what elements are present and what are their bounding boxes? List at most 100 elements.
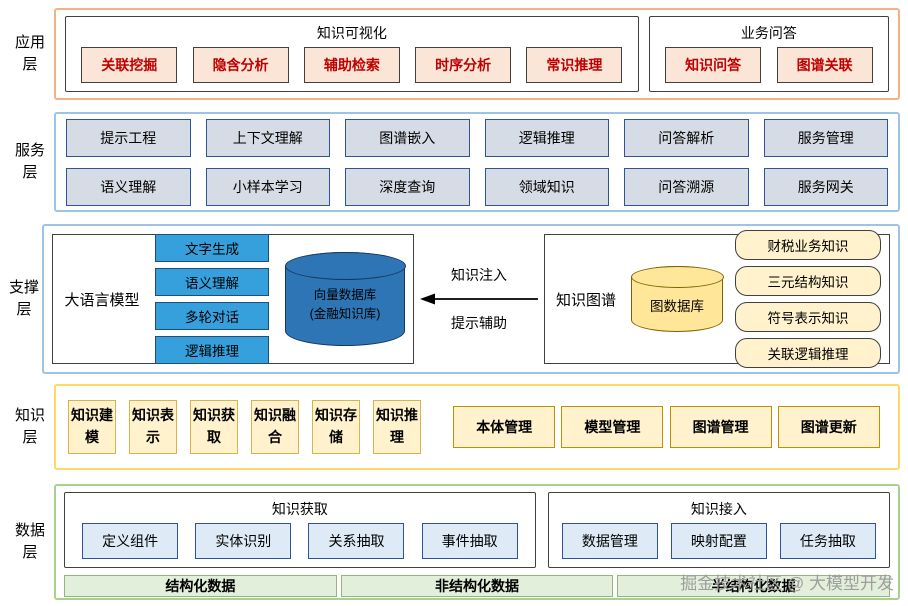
service-layer-label-text: 服务层 (14, 141, 45, 182)
diagram-node: 知识建模 (68, 400, 116, 454)
diagram-node: 知识推理 (373, 400, 421, 454)
diagram-node: 问答解析 (624, 118, 749, 157)
knowledge-layer-row: 知识层 知识建模 知识表示 知识获取 知识融合 知识存储 知识推理 本体管理 模… (6, 384, 900, 470)
vector-database-label: 向量数据库 (金融知识库) (286, 286, 404, 325)
diagram-node: 数据管理 (561, 523, 658, 559)
arrow-top-label: 知识注入 (451, 267, 507, 283)
diagram-node: 服务管理 (763, 118, 888, 157)
diagram-node: 关联挖掘 (81, 47, 178, 83)
diagram-node: 映射配置 (670, 523, 767, 559)
graph-database-cylinder: 图数据库 (630, 265, 724, 332)
llm-group: 大语言模型 文字生成 语义理解 多轮对话 逻辑推理 向量数据库 (金融知识库) (52, 234, 414, 364)
service-layer-label: 服务层 (6, 112, 54, 212)
diagram-node: 符号表示知识 (735, 302, 881, 332)
diagram-node: 多轮对话 (155, 302, 269, 330)
knowledge-access-title: 知识接入 (690, 501, 747, 517)
knowledge-visualization-group: 知识可视化 关联挖掘 隐含分析 辅助检索 时序分析 常识推理 (65, 16, 639, 92)
left-arrow-icon (420, 293, 538, 305)
diagram-node: 文字生成 (155, 234, 269, 262)
diagram-node: 模型管理 (561, 406, 664, 448)
diagram-node: 服务网关 (763, 167, 888, 206)
diagram-node: 语义理解 (155, 268, 269, 296)
diagram-node: 领域知识 (484, 167, 609, 206)
support-layer-label-text: 支撑层 (8, 278, 39, 319)
knowledge-visualization-items: 关联挖掘 隐含分析 辅助检索 时序分析 常识推理 (74, 47, 630, 83)
vector-database-cylinder: 向量数据库 (金融知识库) (284, 251, 406, 346)
arrow-bottom-label: 提示辅助 (451, 315, 507, 331)
diagram-node: 时序分析 (415, 47, 512, 83)
diagram-node: 隐含分析 (192, 47, 289, 83)
diagram-node: 逻辑推理 (155, 336, 269, 364)
diagram-node: 知识表示 (129, 400, 177, 454)
application-layer-box: 知识可视化 关联挖掘 隐含分析 辅助检索 时序分析 常识推理 业务问答 知识问答… (54, 8, 900, 100)
diagram-node: 逻辑推理 (484, 118, 609, 157)
support-layer-row: 支撑层 大语言模型 文字生成 语义理解 多轮对话 逻辑推理 向量数据库 (金融知… (6, 224, 900, 374)
knowledge-access-items: 数据管理 映射配置 任务抽取 (557, 523, 881, 559)
diagram-node: 图谱更新 (777, 406, 880, 448)
llm-items: 文字生成 语义理解 多轮对话 逻辑推理 (155, 234, 269, 364)
diagram-node: 知识融合 (251, 400, 299, 454)
diagram-node: 任务抽取 (779, 523, 876, 559)
diagram-node: 问答溯源 (624, 167, 749, 206)
knowledge-acquisition-title: 知识获取 (271, 501, 328, 517)
knowledge-access-group: 知识接入 数据管理 映射配置 任务抽取 (547, 492, 890, 568)
injection-arrow-area: 知识注入 提示辅助 (418, 234, 540, 364)
diagram-node: 实体识别 (195, 523, 292, 559)
diagram-node: 本体管理 (453, 406, 556, 448)
service-layer-row: 服务层 提示工程 上下文理解 图谱嵌入 逻辑推理 问答解析 服务管理 语义理解 … (6, 112, 900, 212)
vector-database-line2: (金融知识库) (309, 307, 381, 322)
diagram-node: 关系抽取 (308, 523, 405, 559)
knowledge-small-items: 知识建模 知识表示 知识获取 知识融合 知识存储 知识推理 (68, 400, 421, 454)
diagram-node: 深度查询 (345, 167, 470, 206)
diagram-node: 知识问答 (665, 47, 762, 83)
support-layer-box: 大语言模型 文字生成 语义理解 多轮对话 逻辑推理 向量数据库 (金融知识库) … (42, 224, 900, 374)
knowledge-acquisition-group: 知识获取 定义组件 实体识别 关系抽取 事件抽取 (64, 492, 536, 568)
service-row-2: 语义理解 小样本学习 深度查询 领域知识 问答溯源 服务网关 (66, 167, 888, 206)
data-layer-row: 数据层 知识获取 定义组件 实体识别 关系抽取 事件抽取 知识接入 数据管理 (6, 484, 900, 600)
business-qa-items: 知识问答 图谱关联 (658, 47, 880, 83)
diagram-node: 知识存储 (312, 400, 360, 454)
diagram-node: 上下文理解 (205, 118, 330, 157)
knowledge-graph-items: 财税业务知识 三元结构知识 符号表示知识 关联逻辑推理 (735, 230, 881, 368)
knowledge-acquisition-items: 定义组件 实体识别 关系抽取 事件抽取 (73, 523, 527, 559)
diagram-node: 三元结构知识 (735, 266, 881, 296)
application-layer-label-text: 应用层 (14, 33, 45, 74)
knowledge-graph-title: 知识图谱 (555, 291, 616, 309)
unstructured-data-bar: 非结构化数据 (340, 575, 614, 597)
diagram-node: 图谱关联 (776, 47, 873, 83)
data-layer-box: 知识获取 定义组件 实体识别 关系抽取 事件抽取 知识接入 数据管理 映射配置 … (54, 484, 900, 600)
diagram-node: 事件抽取 (421, 523, 518, 559)
knowledge-graph-group: 知识图谱 图数据库 财税业务知识 三元结构知识 符号表示知识 关联逻辑推理 (544, 230, 890, 368)
business-qa-title: 业务问答 (740, 25, 797, 41)
application-layer-label: 应用层 (6, 8, 54, 100)
diagram-node: 图谱管理 (669, 406, 772, 448)
diagram-node: 常识推理 (526, 47, 623, 83)
diagram-node: 语义理解 (66, 167, 191, 206)
data-layer-label: 数据层 (6, 484, 54, 600)
knowledge-layer-label: 知识层 (6, 384, 54, 470)
knowledge-layer-box: 知识建模 知识表示 知识获取 知识融合 知识存储 知识推理 本体管理 模型管理 … (54, 384, 900, 470)
service-layer-box: 提示工程 上下文理解 图谱嵌入 逻辑推理 问答解析 服务管理 语义理解 小样本学… (54, 112, 900, 212)
graph-database-wrap: 图数据库 (627, 265, 727, 332)
watermark: 掘金技术社区 @ 大模型开发 (680, 574, 894, 593)
graph-database-label: 图数据库 (650, 299, 704, 314)
knowledge-layer-label-text: 知识层 (14, 406, 45, 447)
diagram-node: 定义组件 (82, 523, 179, 559)
business-qa-group: 业务问答 知识问答 图谱关联 (648, 16, 889, 92)
application-layer-row: 应用层 知识可视化 关联挖掘 隐含分析 辅助检索 时序分析 常识推理 业务问答 … (6, 8, 900, 100)
knowledge-wide-items: 本体管理 模型管理 图谱管理 图谱更新 (447, 406, 886, 448)
data-type-bars: 结构化数据 非结构化数据 半结构化数据 (64, 575, 891, 597)
diagram-node: 图谱嵌入 (345, 118, 470, 157)
semistructured-data-bar: 半结构化数据 (617, 575, 891, 597)
diagram-node: 提示工程 (66, 118, 191, 157)
diagram-node: 知识获取 (190, 400, 238, 454)
service-row-1: 提示工程 上下文理解 图谱嵌入 逻辑推理 问答解析 服务管理 (66, 118, 888, 157)
diagram-node: 关联逻辑推理 (735, 338, 881, 368)
llm-title: 大语言模型 (64, 291, 140, 309)
knowledge-visualization-title: 知识可视化 (316, 25, 387, 41)
diagram-node: 小样本学习 (205, 167, 330, 206)
diagram-node: 辅助检索 (303, 47, 400, 83)
data-layer-groups: 知识获取 定义组件 实体识别 关系抽取 事件抽取 知识接入 数据管理 映射配置 … (64, 492, 890, 568)
diagram-node: 财税业务知识 (735, 230, 881, 260)
